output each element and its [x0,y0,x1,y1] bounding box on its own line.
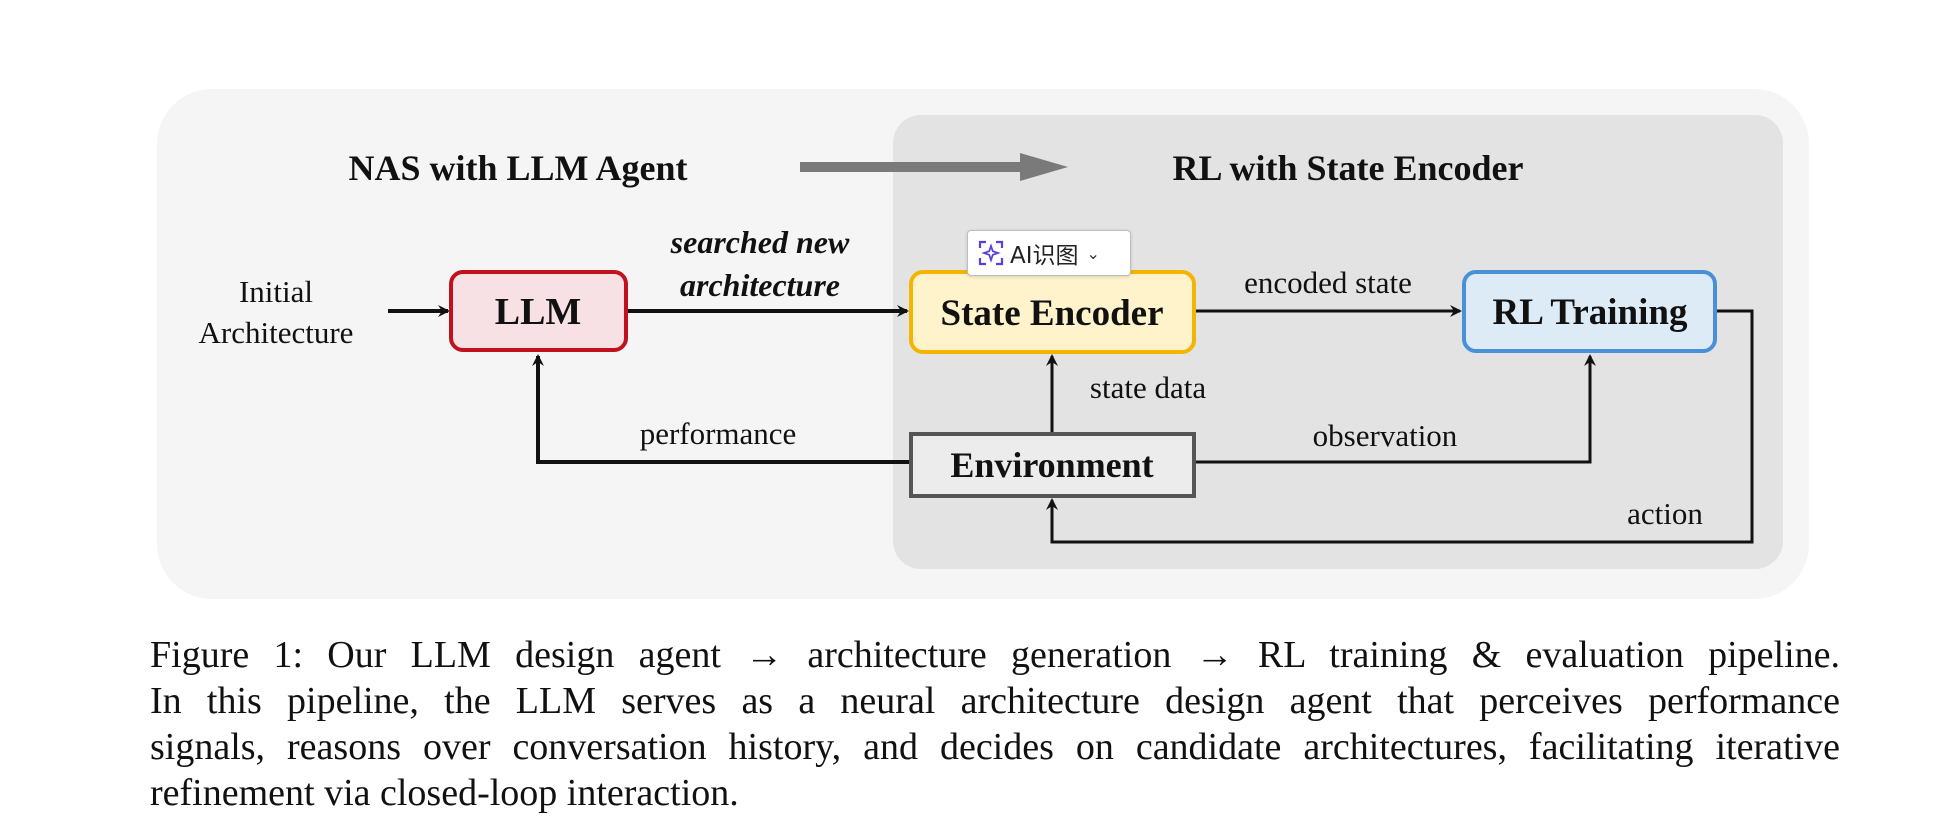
sparkle-scan-icon [978,240,1004,266]
edge-rl-to-env-action [1046,309,1754,544]
searched-label-line1: searched new [670,224,850,260]
caption-line-4: refinement via closed-loop interaction. [150,772,739,814]
chevron-down-icon[interactable]: ⌄ [1086,243,1100,263]
observation-label: observation [1313,418,1458,453]
caption-line-3: signals, reasons over conversation histo… [150,726,1840,768]
node-environment-label: Environment [950,445,1153,485]
node-state-encoder: State Encoder [909,270,1196,354]
node-state-encoder-label: State Encoder [941,293,1164,334]
initial-label-line1: Initial [239,274,313,309]
left-panel-title: NAS with LLM Agent [348,148,687,188]
ai-recognize-label: AI识图 [1010,243,1079,269]
state-data-label: state data [1090,370,1206,405]
edge-env-to-rl [1194,354,1596,464]
encoded-state-label: encoded state [1244,265,1412,300]
transition-arrow [800,153,1068,181]
performance-label: performance [640,416,797,451]
node-llm-label: LLM [495,291,582,333]
initial-label-line2: Architecture [199,315,354,350]
caption-line-2: In this pipeline, the LLM serves as a ne… [150,680,1840,722]
node-environment: Environment [909,432,1196,498]
node-rl-training-label: RL Training [1492,292,1688,333]
action-label: action [1627,496,1703,531]
caption-line-1: Figure 1: Our LLM design agent → archite… [150,634,1840,676]
edge-env-to-llm [532,354,910,464]
figure-caption: Figure 1: Our LLM design agent → archite… [150,632,1840,816]
node-rl-training: RL Training [1462,270,1717,353]
searched-label-line2: architecture [680,267,840,303]
node-llm: LLM [449,270,628,352]
ai-recognize-button[interactable]: AI识图 ⌄ [967,230,1131,276]
right-panel-title: RL with State Encoder [1173,148,1524,188]
